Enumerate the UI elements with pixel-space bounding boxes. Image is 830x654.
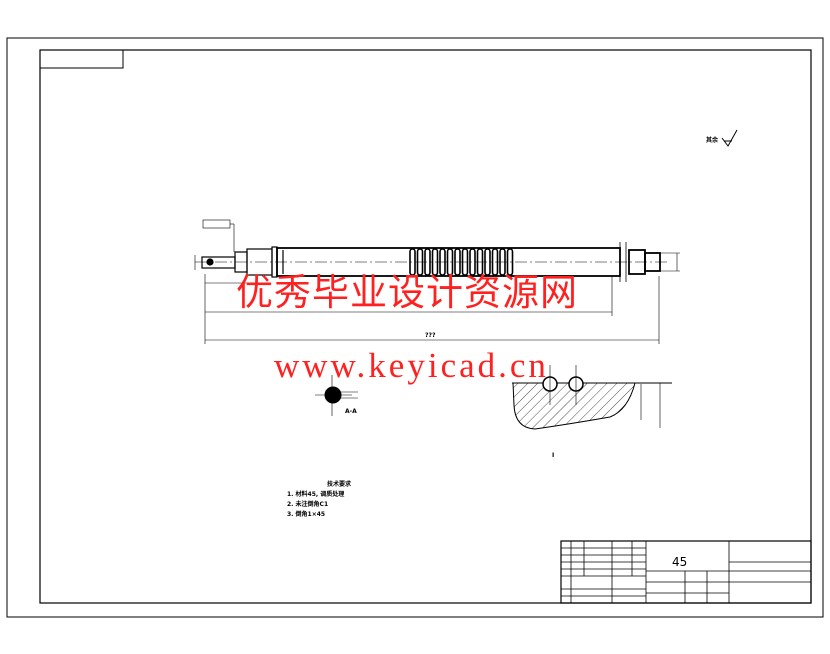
thread-coil xyxy=(431,248,439,276)
surface-note: 其余 xyxy=(706,137,719,144)
roughness-symbol-icon xyxy=(721,129,738,147)
thread-coil xyxy=(461,248,469,276)
code-box xyxy=(39,49,124,69)
technical-requirements: 技术要求 1. 材料45, 调质处理 2. 未注倒角C1 3. 倒角1×45 xyxy=(287,480,351,520)
section-label: A-A xyxy=(345,408,357,415)
thread-coils xyxy=(409,248,514,276)
title-block xyxy=(560,540,812,604)
material-value: 45 xyxy=(672,555,688,569)
thread-coil xyxy=(506,248,514,276)
inner-frame xyxy=(39,49,812,604)
section-view xyxy=(315,375,358,416)
thread-coil xyxy=(476,248,484,276)
requirement-item: 1. 材料45, 调质处理 xyxy=(287,491,345,498)
dimension-lines xyxy=(194,219,680,344)
detail-label: I xyxy=(552,452,555,459)
overall-length-dimension: ??? xyxy=(425,332,436,339)
requirement-item: 2. 未注倒角C1 xyxy=(287,501,329,508)
thread-coil xyxy=(409,248,416,276)
thread-coil xyxy=(416,248,424,276)
outer-border xyxy=(6,37,824,618)
thread-coil xyxy=(491,248,499,276)
thread-coil xyxy=(499,248,506,276)
requirement-item: 3. 倒角1×45 xyxy=(287,511,326,518)
detail-view xyxy=(512,365,672,430)
requirements-title: 技术要求 xyxy=(327,481,352,488)
thread-coil xyxy=(424,248,431,276)
thread-coil xyxy=(446,248,454,276)
watermark-site-name: 优秀毕业设计资源网 xyxy=(236,271,578,314)
thread-coil xyxy=(439,248,446,276)
thread-coil xyxy=(469,248,476,276)
shaft-main-view xyxy=(195,242,668,282)
thread-coil xyxy=(484,248,491,276)
thread-coil xyxy=(454,248,461,276)
watermark-url: www.keyicad.cn xyxy=(274,346,549,385)
